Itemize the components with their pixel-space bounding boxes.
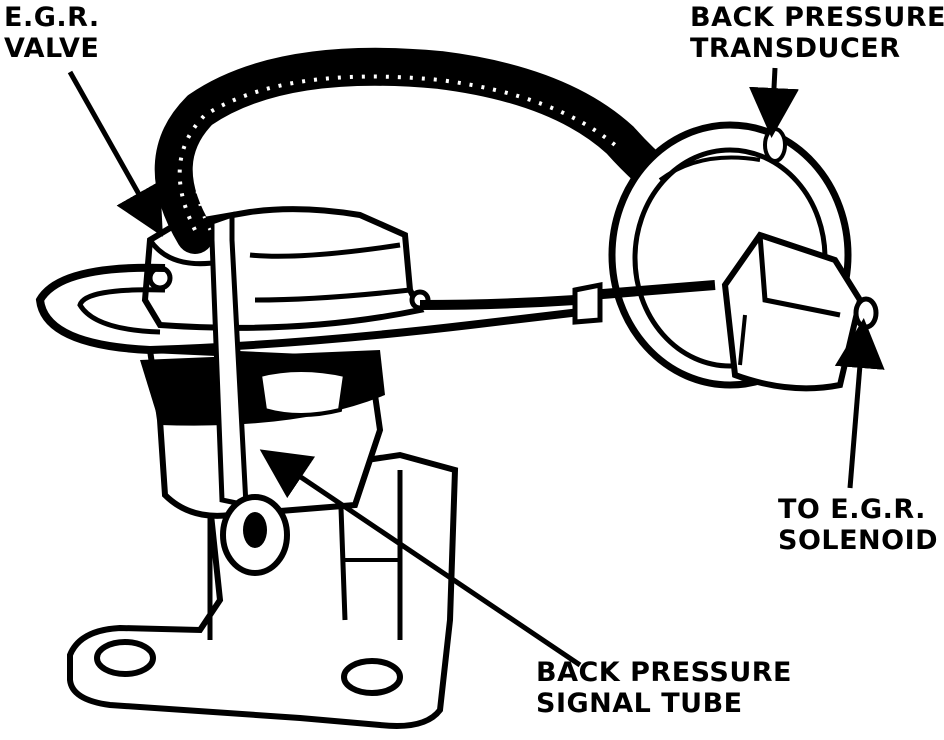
leader-signal-tube [259, 449, 582, 668]
label-egr-valve: E.G.R. VALVE [4, 2, 100, 64]
leader-transducer [749, 67, 799, 138]
leader-egr-valve [67, 70, 163, 237]
solenoid-nipple [853, 296, 879, 330]
label-signal-tube: BACK PRESSURE SIGNAL TUBE [536, 657, 792, 719]
label-transducer-line2: TRANSDUCER [690, 33, 901, 64]
flange-bolt-hole-right [341, 658, 403, 696]
leader-solenoid [834, 318, 885, 489]
label-solenoid-line1: TO E.G.R. [778, 494, 926, 525]
rubber-hose [154, 47, 719, 254]
label-signal-tube-line1: BACK PRESSURE [536, 657, 792, 688]
label-egr-valve-line1: E.G.R. [4, 2, 100, 33]
label-solenoid-line2: SOLENOID [778, 525, 939, 556]
mounting-flange [67, 451, 459, 729]
label-signal-tube-line2: SIGNAL TUBE [536, 688, 743, 719]
bracket-loop [35, 263, 581, 355]
label-transducer-line1: BACK PRESSURE [690, 2, 944, 33]
flange-bolt-hole-left [94, 639, 156, 677]
label-egr-valve-line2: VALVE [4, 33, 100, 64]
label-transducer: BACK PRESSURE TRANSDUCER [690, 2, 944, 64]
label-solenoid: TO E.G.R. SOLENOID [778, 494, 938, 556]
